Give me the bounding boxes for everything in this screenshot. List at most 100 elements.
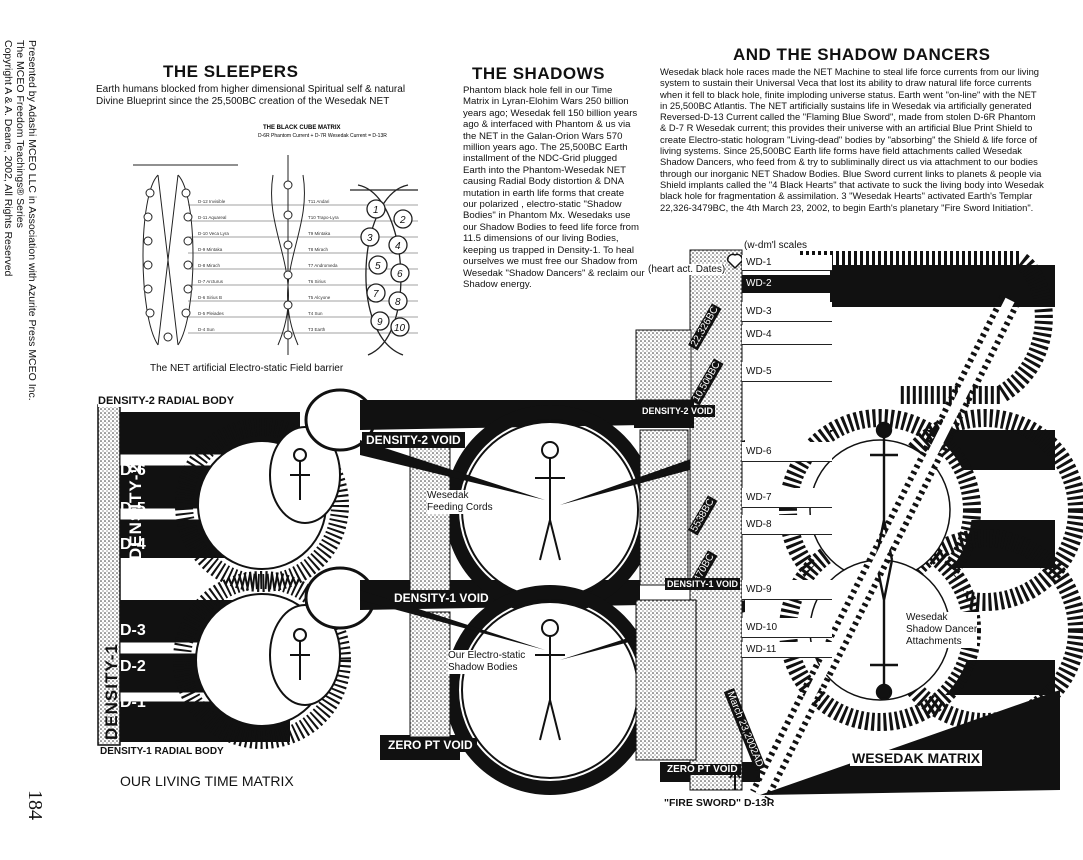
dancers-line: when it fell to black hole, finite implo… [660,88,1037,100]
wd-scale-9: WD-9 [742,580,832,600]
sleepers-caption: The NET artificial Electro-static Field … [150,363,344,374]
svg-text:D-11 Aquareal: D-11 Aquareal [198,215,226,220]
dancers-line: in 25,500BC Atlantis. The NET artificial… [660,99,1032,111]
electro-static-label: Our Electro-static Shadow Bodies [448,650,526,674]
dancers-line: Wesedak black hole races made the NET Ma… [660,66,1039,77]
d3-label: D-3 [120,622,146,639]
sleepers-subtitle-1: Earth humans blocked from higher dimensi… [96,84,406,95]
svg-text:T11 Andari: T11 Andari [308,199,329,204]
density-2-void-right: DENSITY-2 VOID [640,405,716,417]
shadows-line: keeping us trapped in Density-1. To heal [463,244,635,256]
d1-label: D-1 [120,694,146,711]
shadows-line: 11.5 dimensions of our living Bodies, [463,233,619,245]
svg-text:T6 Sirius: T6 Sirius [308,279,327,284]
svg-text:D-8 Mirach: D-8 Mirach [198,263,221,268]
svg-text:D-4 Sun: D-4 Sun [198,327,215,332]
svg-text:T8 Mirach: T8 Mirach [308,247,329,252]
dancers-line: Shadow Dancers, who feed from & try to s… [660,156,1038,168]
attach-line-1: Wesedak [906,612,948,623]
shadows-line: our polarized , electro-static "Shadow [463,199,622,211]
feeding-cords-label: Wesedak Feeding Cords [427,490,493,514]
density-2-void-center: DENSITY-2 VOID [362,432,465,448]
electro-line-2: Shadow Bodies [448,662,518,673]
wd-scale-2: WD-2 [742,275,832,293]
density-1-void-center: DENSITY-1 VOID [390,590,493,606]
shadows-line: ago & interfaced with Phantom & us via [463,119,631,131]
shadows-line: mutation in earth life forms that create [463,187,625,199]
shadows-line: million years ago. The 25,500BC Earth [463,142,628,154]
shadows-line: Wesedak "Shadow Dancers" & reclaim our [463,267,645,279]
zero-point-void-center: ZERO PT VOID [384,738,477,752]
shadows-line: Shadow energy. [463,278,532,290]
density-1-void-right: DENSITY-1 VOID [665,578,741,590]
shadows-title: THE SHADOWS [472,64,605,83]
density-2-radial-body: DENSITY-2 RADIAL BODY [98,395,235,407]
dancers-line: 22,326-3479BC, the 4th March 23, 2002, t… [660,201,1034,213]
wd-scale-1: WD-1 [742,255,832,271]
svg-text:D-12 Invisible: D-12 Invisible [198,199,226,204]
density-1-vertical: DENSITY-1 [102,643,121,740]
sleepers-title: THE SLEEPERS [163,62,299,81]
svg-text:D-9 Mintaka: D-9 Mintaka [198,247,223,252]
sleepers-subtitle-2: Divine Blueprint since the 25,500BC crea… [96,96,390,107]
d4-label: D-4 [120,536,146,553]
dancers-title: AND THE SHADOW DANCERS [733,45,991,64]
feeding-line-1: Wesedak [427,490,469,501]
matrix-title: THE BLACK CUBE MATRIX [263,125,341,131]
svg-text:5: 5 [375,261,381,272]
svg-text:1: 1 [373,205,379,216]
scales-label: (w-dm'l scales [744,240,808,251]
zero-point-void-right: ZERO PT VOID [664,764,741,775]
dancers-line: living systems. Since 25,500BC Earth lif… [660,145,1022,157]
svg-text:2: 2 [399,215,406,226]
wd-scale-6: WD-6 [742,442,832,462]
fire-sword-label: "FIRE SWORD" D-13R [664,797,775,809]
density-1-radial-body: DENSITY-1 RADIAL BODY [100,746,224,757]
living-time-matrix-label: OUR LIVING TIME MATRIX [120,773,294,789]
wd-scale-11: WD-11 [742,642,832,658]
d2-label: D-2 [120,658,146,675]
attach-line-2: Shadow Dancer [906,624,978,635]
wd-scale-5: WD-5 [742,362,832,382]
black-cube-matrix-drawing: THE BLACK CUBE MATRIX D-6R Phantom Curre… [133,125,418,356]
svg-text:9: 9 [377,317,383,328]
d5-label: D-5 [120,500,146,517]
dancers-line: & D-7 R Wesedak current; this provides t… [660,122,1033,134]
dancers-line: system to sustain their Universal Veca t… [660,77,1032,89]
dancers-line: through our inorganic NET Shadow Bodies.… [660,167,1042,179]
feeding-line-2: Feeding Cords [427,502,493,513]
shadow-body-figures [290,441,565,741]
shadows-line: Bodies" in Phantom Mx. Wesedaks use [463,210,631,222]
svg-text:T9 Mintaka: T9 Mintaka [308,231,331,236]
wd-scale-4: WD-4 [742,325,832,345]
shadows-line: installment of the NDC-Grid plugged [463,153,618,165]
svg-text:T10 Trapo-Lyra: T10 Trapo-Lyra [308,215,339,220]
svg-text:D-7 Arcturus: D-7 Arcturus [198,279,224,284]
svg-text:D-6 Sirius B: D-6 Sirius B [198,295,222,300]
wesedak-matrix-label: WESEDAK MATRIX [850,750,983,766]
dancers-line: Reversed-D-13 Current called the "Flamin… [660,111,1036,123]
attach-line-3: Attachments [906,636,962,647]
d6-label: D-6 [120,462,146,479]
svg-text:T4 Sun: T4 Sun [308,311,323,316]
electro-line-1: Our Electro-static [448,650,526,661]
wd-scale-10: WD-10 [742,618,832,638]
svg-text:T5 Alcyone: T5 Alcyone [308,295,331,300]
dancers-line: create Electro-static hologram "Living-d… [660,133,1038,145]
wd-scale-7: WD-7 [742,488,832,508]
svg-text:T7 Andromeda: T7 Andromeda [308,263,338,268]
black-cube-matrix: THE BLACK CUBE MATRIX D-6R Phantom Curre… [118,115,444,363]
svg-text:D-10 Veca Lyra: D-10 Veca Lyra [198,231,229,236]
svg-text:10: 10 [394,323,406,334]
dancers-line: black hole for fragmentation & assimilat… [660,190,1033,202]
shadows-line: years ago; Wesedak fell 150 billion year… [463,107,638,119]
wd-scale-3: WD-3 [742,302,832,322]
shadows-line: causing Radial Body distortion & DNA [463,176,625,188]
svg-text:8: 8 [395,297,401,308]
dancers-text: Wesedak black hole races made the NET Ma… [660,66,1060,213]
dancers-line: Shield implants called the "4 Black Hear… [660,178,1044,190]
svg-text:6: 6 [397,269,403,280]
svg-text:4: 4 [395,241,401,252]
shadows-line: Phantom black hole fell in our Time [463,85,613,96]
